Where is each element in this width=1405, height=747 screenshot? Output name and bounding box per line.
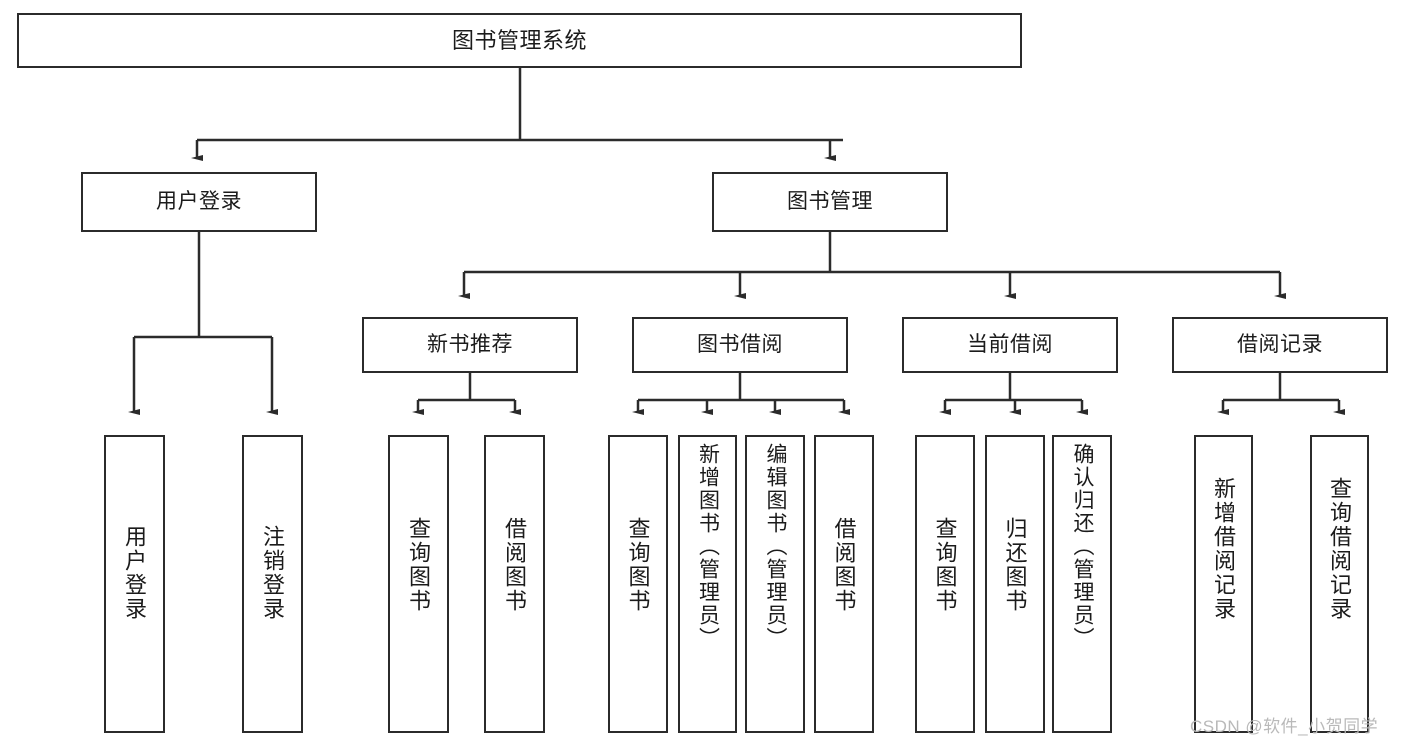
- leaf-query-book-3[interactable]: 查询图书: [915, 435, 975, 733]
- node-book-borrow[interactable]: 图书借阅: [632, 317, 848, 373]
- node-user-login-label: 用户登录: [156, 189, 242, 213]
- leaf-borrow-book-1-label: 借阅图书: [502, 517, 528, 613]
- leaf-borrow-book-2-label: 借阅图书: [831, 517, 857, 613]
- node-root-label: 图书管理系统: [451, 27, 587, 53]
- node-book-manage-label: 图书管理: [787, 189, 873, 213]
- leaf-edit-book-admin-label: 编辑图书（管理员）: [764, 443, 788, 650]
- leaf-add-book-admin-label: 新增图书（管理员）: [696, 443, 720, 650]
- leaf-query-book-2-label: 查询图书: [625, 517, 651, 613]
- leaf-query-borrow-record-label: 查询借阅记录: [1327, 477, 1353, 621]
- node-book-manage[interactable]: 图书管理: [712, 172, 948, 232]
- leaf-query-borrow-record[interactable]: 查询借阅记录: [1310, 435, 1369, 733]
- watermark: CSDN @软件_小贺同学: [1190, 717, 1379, 736]
- node-new-book-recommend-label: 新书推荐: [427, 332, 513, 356]
- node-book-borrow-label: 图书借阅: [697, 332, 783, 356]
- leaf-user-login[interactable]: 用户登录: [104, 435, 165, 733]
- leaf-borrow-book-1[interactable]: 借阅图书: [484, 435, 545, 733]
- leaf-edit-book-admin[interactable]: 编辑图书（管理员）: [745, 435, 805, 733]
- leaf-add-borrow-record[interactable]: 新增借阅记录: [1194, 435, 1253, 733]
- node-new-book-recommend[interactable]: 新书推荐: [362, 317, 578, 373]
- node-user-login[interactable]: 用户登录: [81, 172, 317, 232]
- leaf-return-book-label: 归还图书: [1002, 517, 1028, 613]
- node-root[interactable]: 图书管理系统: [17, 13, 1022, 68]
- leaf-query-book-2[interactable]: 查询图书: [608, 435, 668, 733]
- leaf-query-book-1[interactable]: 查询图书: [388, 435, 449, 733]
- leaf-borrow-book-2[interactable]: 借阅图书: [814, 435, 874, 733]
- leaf-query-book-1-label: 查询图书: [406, 517, 432, 613]
- leaf-return-book[interactable]: 归还图书: [985, 435, 1045, 733]
- leaf-add-borrow-record-label: 新增借阅记录: [1211, 477, 1237, 621]
- node-borrow-record[interactable]: 借阅记录: [1172, 317, 1388, 373]
- leaf-confirm-return-admin[interactable]: 确认归还（管理员）: [1052, 435, 1112, 733]
- leaf-logout-label: 注销登录: [260, 525, 286, 621]
- leaf-query-book-3-label: 查询图书: [932, 517, 958, 613]
- leaf-user-login-label: 用户登录: [122, 525, 148, 621]
- node-borrow-record-label: 借阅记录: [1237, 332, 1323, 356]
- node-current-borrow[interactable]: 当前借阅: [902, 317, 1118, 373]
- node-current-borrow-label: 当前借阅: [967, 332, 1053, 356]
- leaf-logout[interactable]: 注销登录: [242, 435, 303, 733]
- leaf-confirm-return-admin-label: 确认归还（管理员）: [1071, 443, 1095, 650]
- leaf-add-book-admin[interactable]: 新增图书（管理员）: [678, 435, 737, 733]
